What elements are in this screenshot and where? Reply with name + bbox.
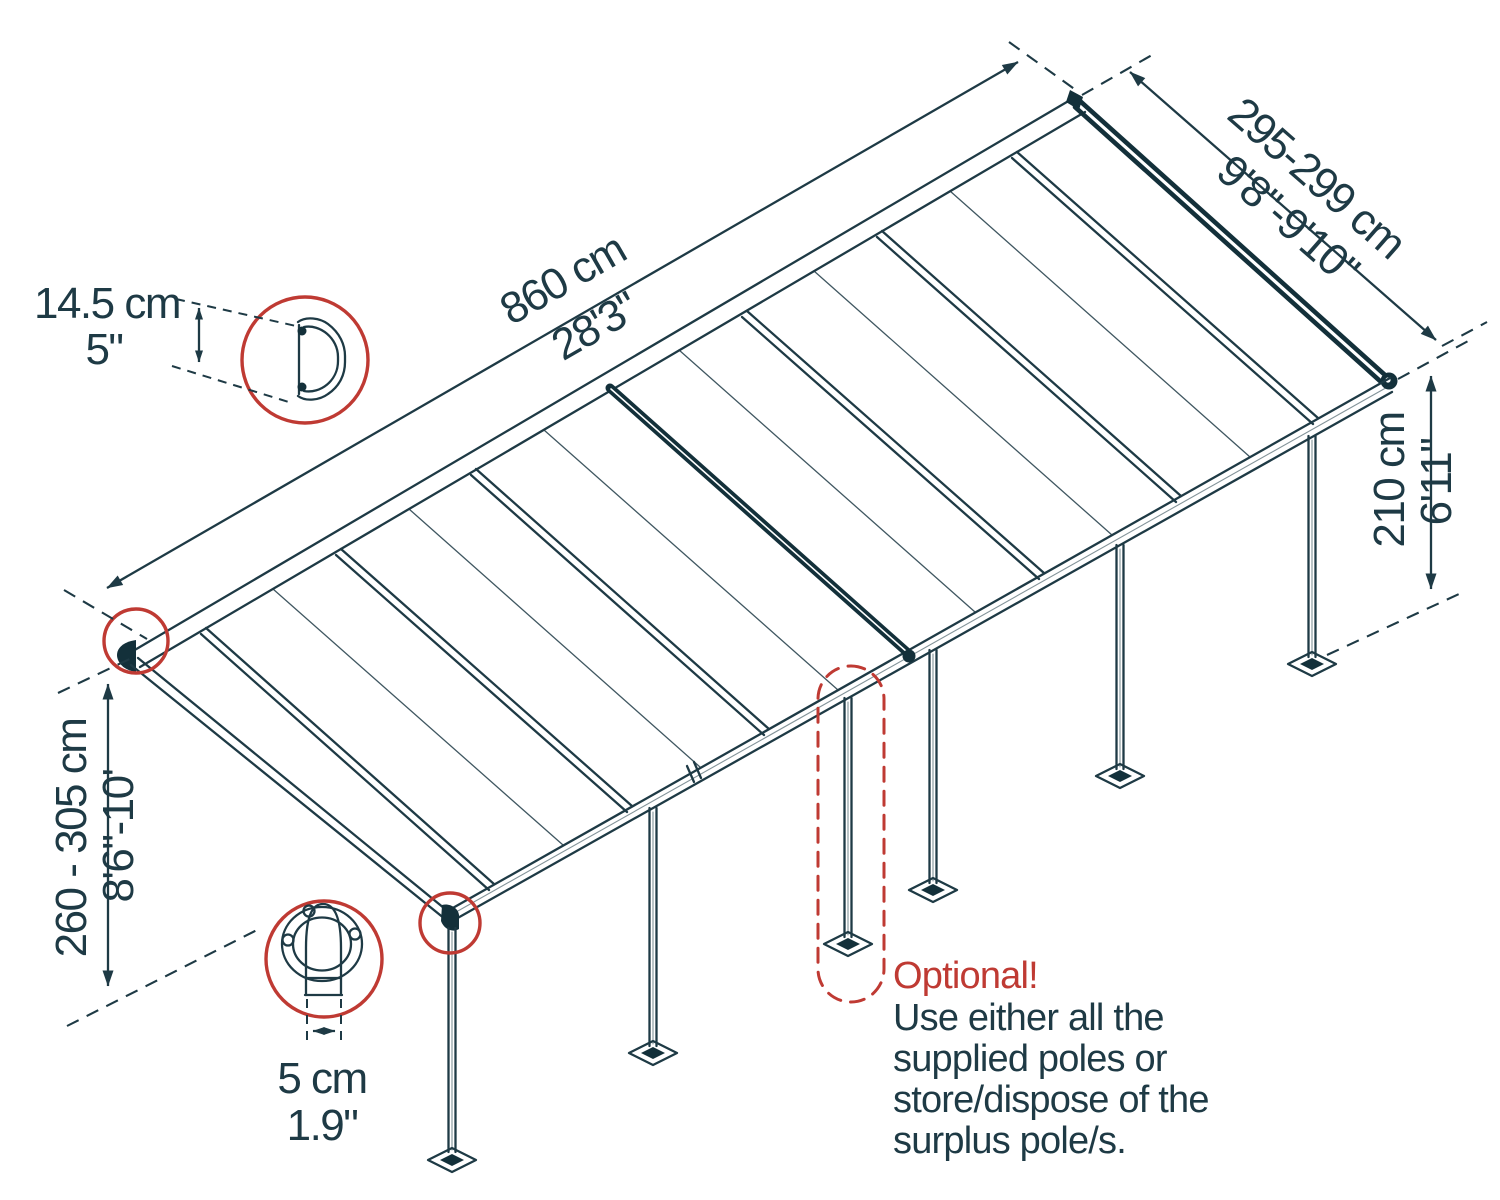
support-posts [426,434,1338,1174]
post-east [1286,434,1338,678]
pole-diameter-imperial-label: 1.9" [287,1101,358,1150]
roof-left-edge [129,656,452,921]
gutter-profile-detail-circle [240,295,370,425]
beam-splice-collar [685,764,696,784]
profile-imperial-label: 5" [85,325,122,374]
post-3 [907,648,959,904]
dimension-depth: 295-299 cm 9'8"-9'10" [1081,54,1488,347]
optional-note-line-3: store/dispose of the [893,1079,1209,1121]
gutter-profile-detail [240,295,370,425]
wall-height-metric-label: 260 - 305 cm [47,719,96,958]
dimension-pole-diameter: 5 cm 1.9" [277,999,368,1150]
dimension-profile-height: 14.5 cm 5" [34,279,297,404]
dimension-wall-height: 260 - 305 cm 8'6"-10' [47,655,260,1027]
pole-top-icon [280,902,364,997]
dimension-clearance-height: 210 cm 6'11" [1326,339,1471,656]
optional-pole-highlight [816,664,886,1004]
pergola-structure [117,90,1398,1174]
optional-note-line-2: supplied poles or [893,1038,1168,1080]
profile-metric-label: 14.5 cm [34,279,180,328]
wall-height-imperial-label: 8'6"-10' [94,769,143,902]
back-beam [117,90,1087,672]
front-corner-detail-circle [418,891,482,955]
clearance-metric-label: 210 cm [1365,412,1414,547]
north-corner-joint [1066,90,1083,110]
front-corner-bracket [441,904,459,931]
pole-diameter-detail-circle [264,899,384,1019]
post-optional [822,696,874,958]
pole-diameter-detail [264,899,384,1019]
post-2 [627,806,679,1067]
post-corner [426,926,478,1174]
optional-note-line-4: surplus pole/s. [893,1120,1126,1162]
post-4 [1094,543,1146,790]
clearance-imperial-label: 6'11" [1412,439,1461,526]
gutter-profile-icon [296,317,347,401]
pole-diameter-metric-label: 5 cm [277,1054,366,1103]
optional-note-title: Optional! [893,955,1038,997]
optional-note-line-1: Use either all the [893,997,1164,1039]
front-gutter-beam [441,376,1394,931]
optional-note: Optional! Use either all the supplied po… [893,955,1209,1162]
dimension-length: 860 cm 28'3" [63,41,1081,640]
west-corner-detail-circle [102,607,170,675]
